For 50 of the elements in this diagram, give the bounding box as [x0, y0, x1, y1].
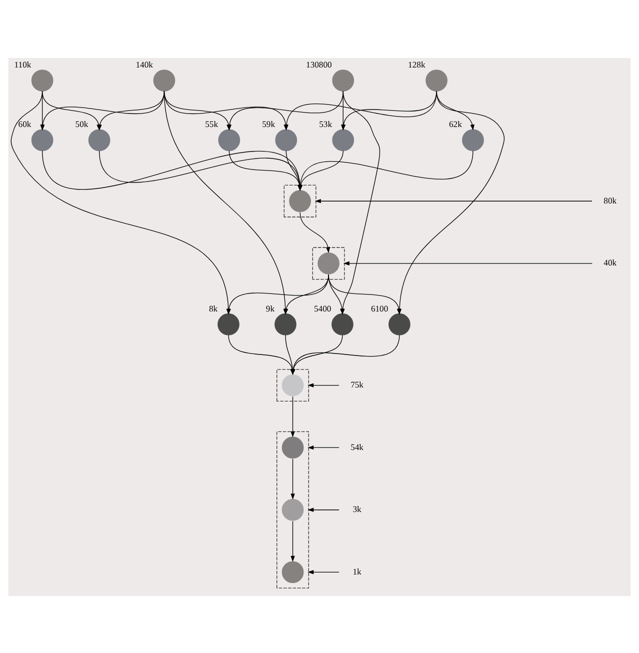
node-text: 3k [352, 504, 362, 514]
node-circle [426, 69, 448, 91]
node-text: 40k [604, 257, 617, 268]
node-circle [289, 190, 311, 212]
arrow [308, 570, 340, 574]
node-circle [88, 128, 110, 151]
arrow [290, 458, 295, 500]
arrow [290, 520, 295, 562]
node-text: 54k [350, 441, 364, 452]
node-circle [332, 312, 354, 335]
node-circle [218, 128, 240, 151]
node-circle [275, 128, 298, 151]
arrow [343, 260, 592, 265]
node-label: 5400 [314, 302, 332, 313]
node-text: 75k [350, 379, 364, 390]
node-label: 62k [448, 118, 462, 129]
arrow [314, 198, 592, 203]
arrow [290, 396, 295, 437]
node-circle [274, 312, 296, 335]
node-circle [218, 312, 240, 335]
node-circle [282, 374, 304, 396]
node-label: 140k [136, 59, 153, 70]
node-label: 130800 [306, 59, 332, 70]
node-text: 80k [604, 194, 617, 205]
node-circle [318, 252, 340, 274]
arrow [300, 212, 330, 253]
node-circle [332, 69, 354, 91]
node-label: 110k [14, 59, 32, 70]
node-circle [282, 436, 304, 458]
node-circle [388, 312, 410, 335]
node-circle [332, 128, 354, 151]
node-label: 50k [75, 118, 88, 129]
node-label: 59k [262, 118, 276, 129]
node-label: 60k [18, 118, 32, 129]
node-label: 55k [205, 118, 218, 129]
node-label: 9k [266, 302, 275, 313]
node-label: 53k [319, 118, 332, 129]
arrow [308, 507, 340, 512]
node-circle [31, 69, 54, 91]
node-circle [462, 128, 484, 151]
node-text: 1k [352, 566, 362, 576]
node-label: 128k [408, 59, 426, 70]
node-circle [153, 69, 176, 91]
arrow [308, 382, 340, 387]
node-circle [282, 560, 304, 583]
node-label: 6100 [370, 302, 388, 313]
arrow [308, 445, 340, 450]
node-circle [31, 128, 54, 151]
node-circle [282, 498, 304, 520]
node-label: 8k [208, 302, 218, 313]
